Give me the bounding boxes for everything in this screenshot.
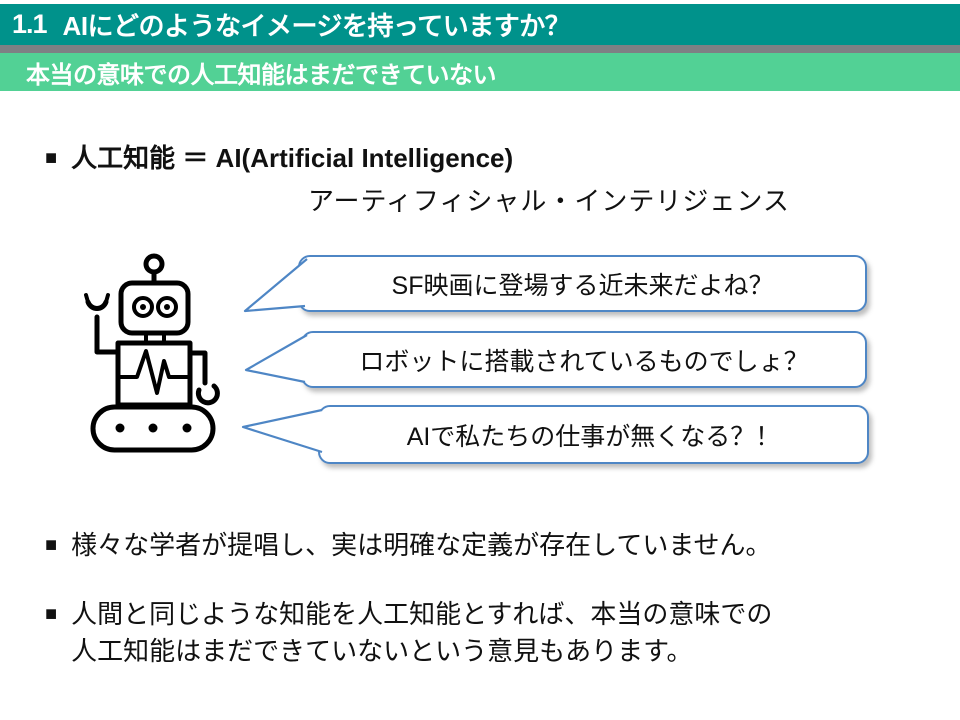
bullet-no-definition: ■ 様々な学者が提唱し、実は明確な定義が存在していません。 (45, 527, 772, 563)
bullet-square-icon: ■ (45, 603, 58, 625)
slide-title-bar: 1.1 AIにどのようなイメージを持っていますか？ (0, 4, 960, 45)
slide-title: AIにどのようなイメージを持っていますか？ (62, 11, 571, 41)
speech-bubble-tails (241, 258, 323, 454)
speech-bubble-text: AIで私たちの仕事が無くなる？！ (406, 422, 781, 451)
speech-bubble-text: ロボットに搭載されているものでしょ？ (359, 347, 809, 376)
definition-reading: アーティフィシャル・インテリジェンス (308, 186, 790, 216)
bullet-text: 様々な学者が提唱し、実は明確な定義が存在していません。 (71, 530, 772, 560)
bullet-not-yet-achieved: ■ 人間と同じような知能を人工知能とすれば、本当の意味での 人工知能はまだできて… (45, 596, 772, 670)
speech-bubble-jobs: AIで私たちの仕事が無くなる？！ (318, 405, 869, 464)
bullet-text: 人間と同じような知能を人工知能とすれば、本当の意味での 人工知能はまだできていな… (71, 596, 772, 670)
bubble-tail-2 (244, 334, 308, 384)
bullet-square-icon: ■ (45, 534, 58, 556)
slide-subtitle-bar: 本当の意味での人工知能はまだできていない (0, 53, 960, 91)
bullet-text-line-1: 人間と同じような知能を人工知能とすれば、本当の意味での (71, 599, 773, 629)
bubble-tail-3 (241, 408, 323, 454)
robot-icon (84, 253, 220, 453)
bullet-square-icon: ■ (45, 147, 58, 169)
section-number: 1.1 (12, 9, 48, 39)
definition-term: 人工知能 ＝ AI(Artificial Intelligence) (71, 143, 514, 173)
speech-bubble-text: SF映画に登場する近未来だよね？ (391, 271, 774, 300)
divider-bar (0, 45, 960, 53)
bullet-text-line-2: 人工知能はまだできていないという意見もあります。 (71, 636, 693, 666)
definition-bullet: ■ 人工知能 ＝ AI(Artificial Intelligence) (45, 140, 513, 176)
speech-bubble-robot: ロボットに搭載されているものでしょ？ (301, 331, 867, 388)
bubble-tail-1 (243, 258, 308, 313)
speech-bubble-sf-movie: SF映画に登場する近未来だよね？ (298, 255, 867, 312)
slide-subtitle: 本当の意味での人工知能はまだできていない (26, 61, 497, 89)
